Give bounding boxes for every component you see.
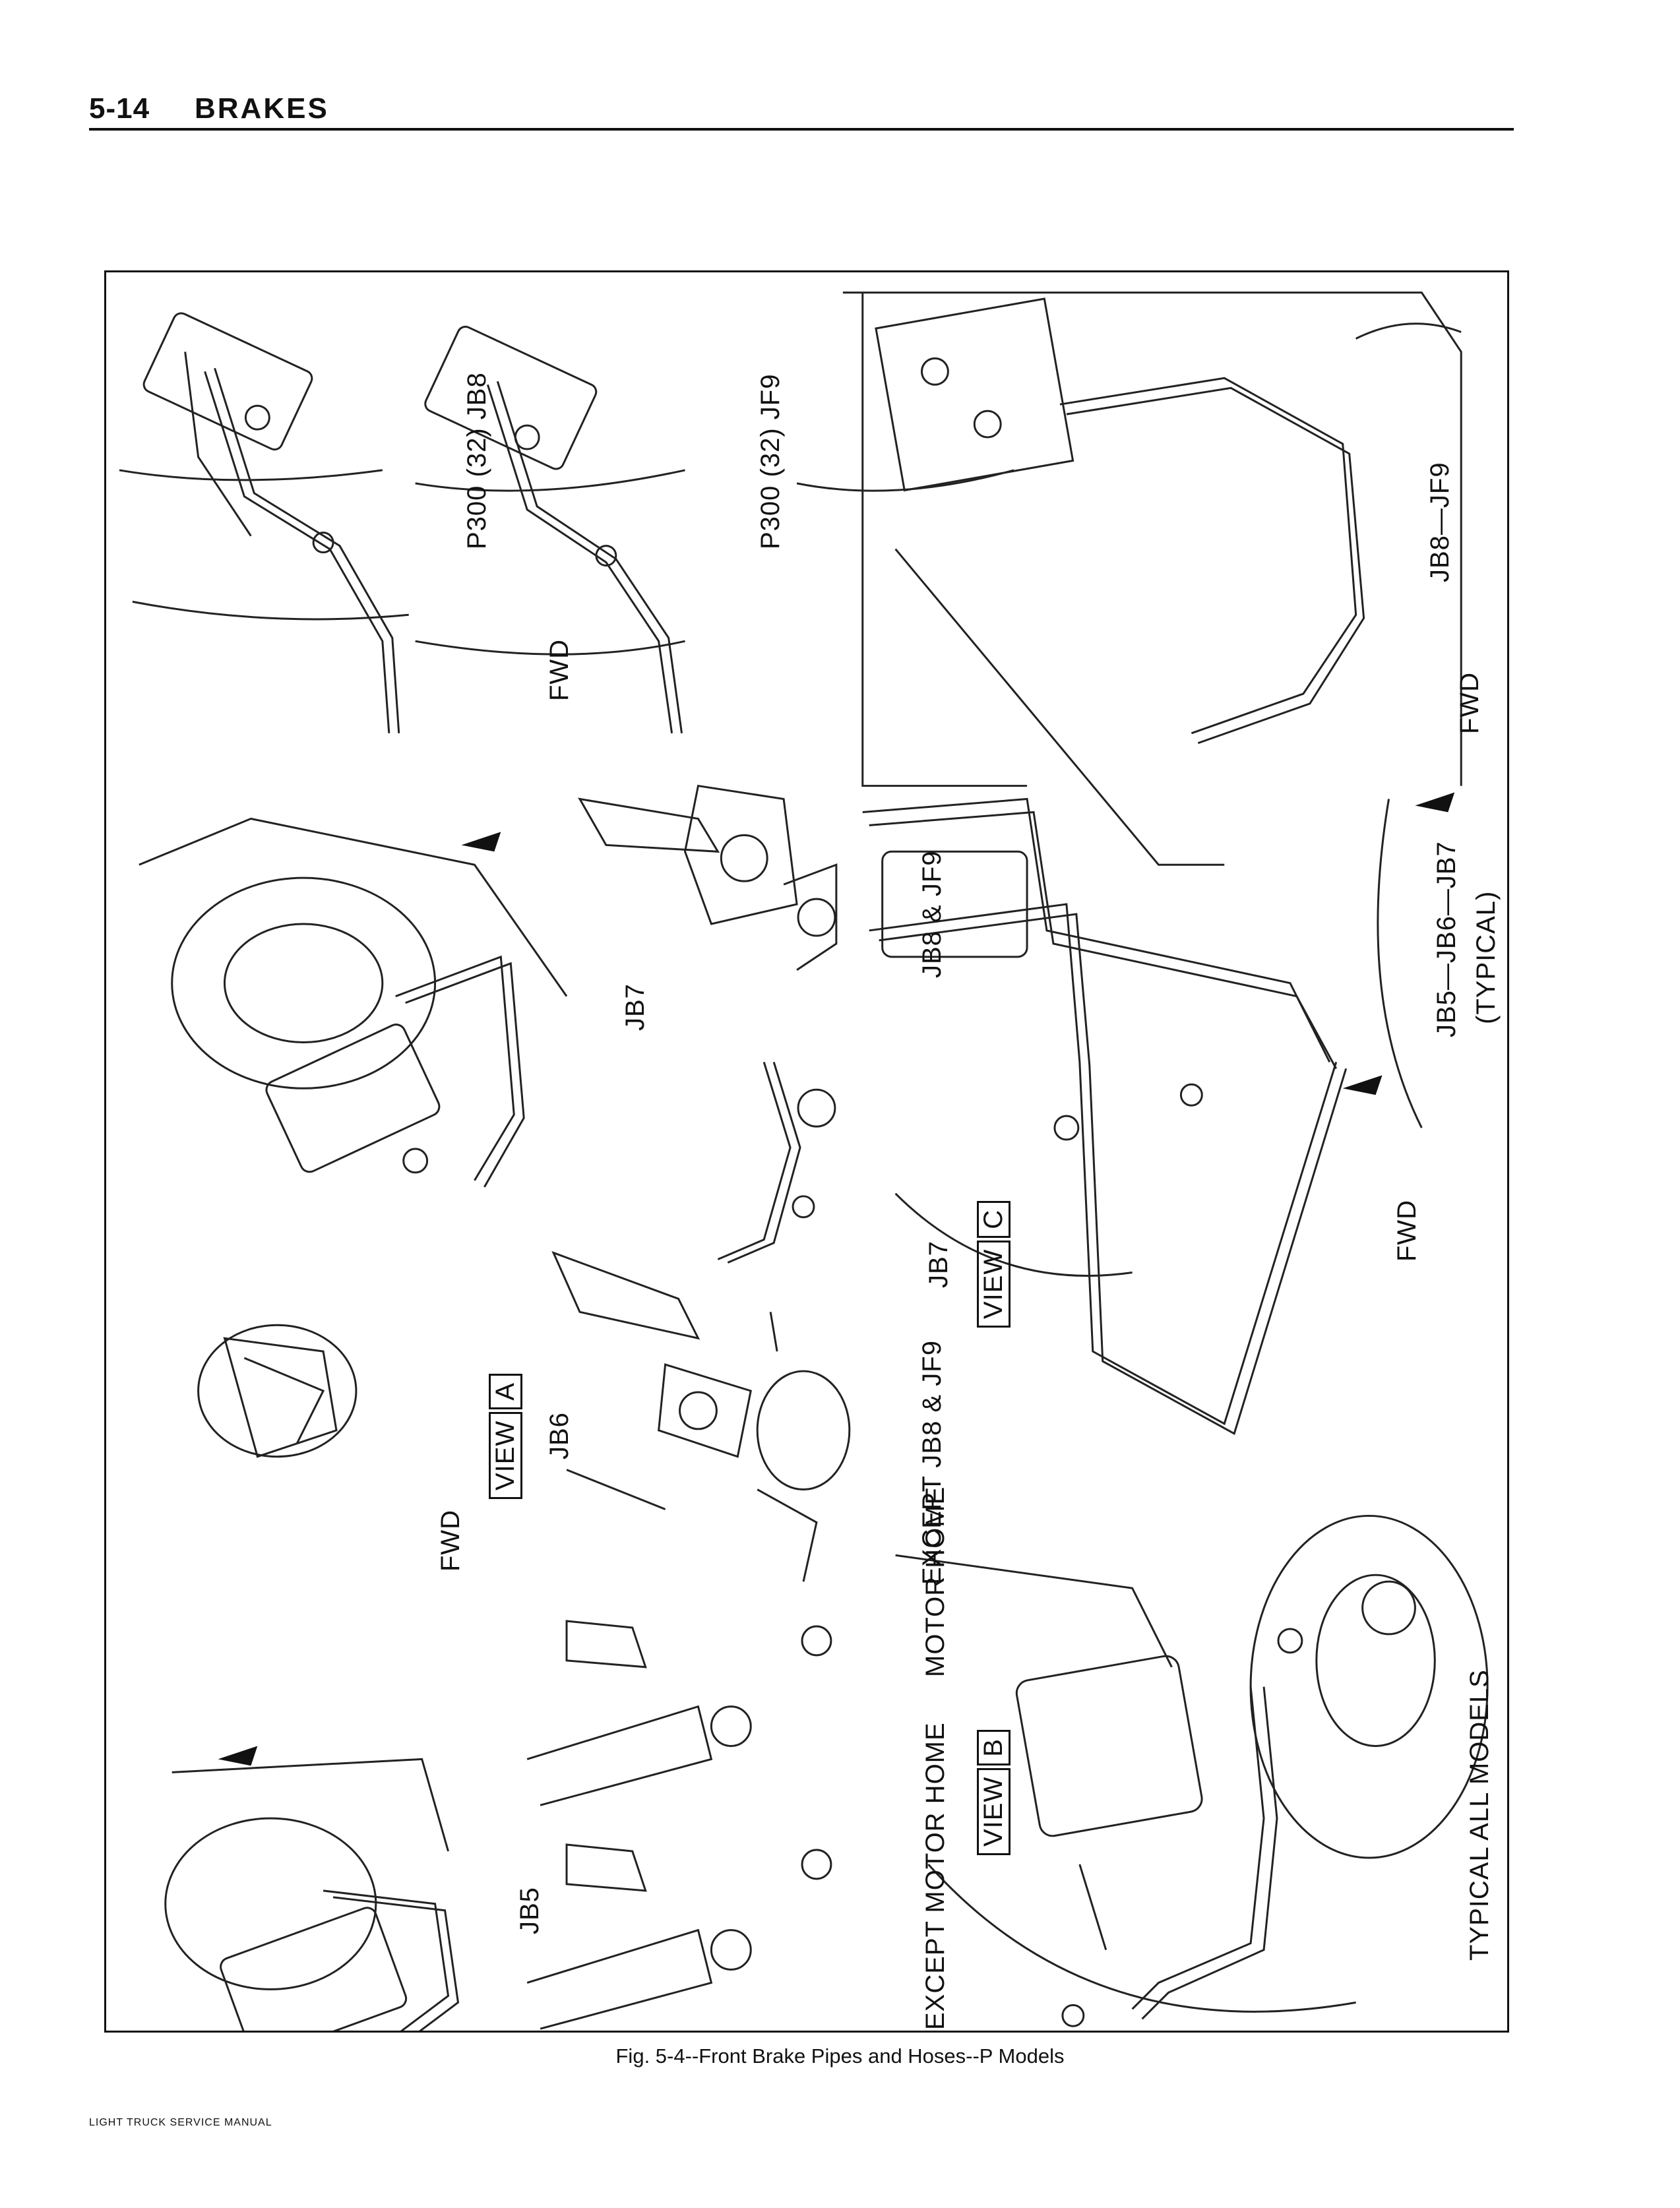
view-c-label: VIEWC — [977, 1200, 1011, 1328]
label-except-motor-home: EXCEPT MOTOR HOME — [921, 1722, 950, 2030]
page-number: 5-14 — [89, 92, 150, 125]
label-typical-all-models: TYPICAL ALL MODELS — [1465, 1669, 1494, 1961]
brake-diagram — [119, 291, 1489, 2031]
jb7-booster-illustration — [139, 817, 568, 1188]
view-b-letter: B — [977, 1730, 1011, 1765]
motor-home-hose-illustration — [526, 1620, 832, 2030]
view-b-view-text: VIEW — [977, 1767, 1011, 1855]
p300-jb8-illustration — [119, 312, 409, 733]
label-p300-jf9: P300 (32) JF9 — [756, 373, 785, 549]
figure-caption: Fig. 5-4--Front Brake Pipes and Hoses--P… — [615, 2044, 1065, 2068]
view-c-letter: C — [977, 1200, 1011, 1238]
label-fwd-4: FWD — [436, 1509, 465, 1572]
view-c-hose-illustration — [717, 1061, 836, 1352]
view-b-label: VIEWB — [977, 1730, 1011, 1855]
view-a-letter: A — [489, 1374, 522, 1409]
label-jb8-and-jf9: JB8 & JF9 — [918, 850, 947, 978]
label-jb7-2: JB7 — [924, 1241, 953, 1288]
fwd-arrows — [218, 792, 1455, 1766]
jb5-jb6-jb7-illustration — [862, 797, 1423, 1435]
except-jb8-jf9-clip-illustration — [551, 1250, 851, 1582]
view-a-label: VIEWA — [489, 1374, 522, 1499]
view-c-view-text: VIEW — [977, 1240, 1011, 1328]
typical-all-models-illustration — [895, 1514, 1489, 2027]
label-fwd-3: FWD — [1392, 1199, 1421, 1262]
label-fwd-1: FWD — [545, 638, 574, 701]
view-a-jb6-illustration — [197, 1324, 358, 1458]
label-fwd-2: FWD — [1455, 671, 1484, 734]
label-jb6: JB6 — [545, 1412, 574, 1459]
header-rule — [89, 128, 1514, 131]
figure-frame: P300 (32) JB8 P300 (32) JF9 FWD JB8—JF9 … — [104, 270, 1509, 2033]
page-footer: LIGHT TRUCK SERVICE MANUAL — [89, 2117, 272, 2128]
p300-jf9-illustration — [415, 325, 685, 734]
label-typical: (TYPICAL) — [1472, 890, 1501, 1024]
view-a-view-text: VIEW — [489, 1411, 522, 1499]
section-title: BRAKES — [195, 92, 329, 125]
jb5-booster-illustration — [164, 1758, 460, 2031]
label-jb7-1: JB7 — [621, 983, 650, 1031]
label-p300-jb8: P300 (32) JB8 — [462, 372, 491, 549]
label-jb5: JB5 — [515, 1887, 544, 1934]
label-jb5-jb6-jb7: JB5—JB6—JB7 — [1432, 841, 1461, 1037]
label-motor-home: MOTOR HOME — [921, 1486, 950, 1677]
frame-jb8-jf9-illustration — [796, 291, 1462, 866]
bolt-jb8-jf9-illustration — [578, 784, 838, 971]
page-header: 5-14 BRAKES — [89, 92, 1514, 132]
label-jb8-jf9-dash: JB8—JF9 — [1425, 462, 1454, 582]
